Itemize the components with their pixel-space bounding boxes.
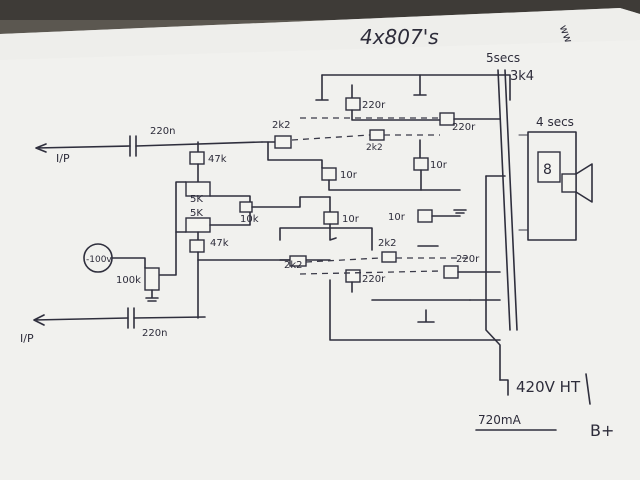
supply-labels: 420V HT 720mA B+ bbox=[475, 373, 614, 440]
pot-100k-label: 100k bbox=[116, 275, 141, 286]
r-220r-3-label: 220r bbox=[362, 274, 386, 285]
r-2k2-2-label: 2k2 bbox=[366, 143, 383, 153]
resistor-2k2-2 bbox=[369, 129, 385, 141]
r-10k-label: 10k bbox=[240, 214, 259, 225]
resistor-10k bbox=[239, 201, 253, 213]
speaker-imp-label: 8 bbox=[543, 162, 552, 178]
r-10r-4-label: 10r bbox=[388, 212, 406, 223]
r-2k2-1-label: 2k2 bbox=[272, 120, 291, 131]
current-label: 720mA bbox=[478, 413, 522, 427]
resistor-47k-bottom bbox=[189, 239, 205, 253]
r-5k-top-label: 5K bbox=[190, 194, 203, 205]
resistor-2k2-3 bbox=[289, 255, 307, 267]
resistor-10r-4 bbox=[417, 209, 433, 223]
r-10r-2-label: 10r bbox=[430, 160, 448, 171]
middle-stage: 10r 10r bbox=[279, 196, 467, 251]
resistor-10r-2 bbox=[413, 157, 429, 171]
r-10r-3-label: 10r bbox=[342, 214, 360, 225]
r-2k2-3-label: 2k2 bbox=[284, 260, 303, 271]
resistor-2k2-1 bbox=[274, 135, 292, 149]
r-220r-1-label: 220r bbox=[362, 100, 386, 111]
r-2k2-4-label: 2k2 bbox=[378, 238, 397, 249]
cap-bottom-label: 220n bbox=[142, 328, 167, 339]
resistor-2k2-4 bbox=[381, 251, 397, 263]
input-top-label: I/P bbox=[56, 152, 70, 165]
phase-splitter: 47k 5K 5K 10k 47k bbox=[159, 141, 331, 319]
cap-top-label: 220n bbox=[150, 126, 175, 137]
resistor-5k-top bbox=[185, 181, 211, 197]
r-220r-2-label: 220r bbox=[452, 122, 476, 133]
r-47k-top-label: 47k bbox=[208, 154, 227, 165]
output-transformer: 5secs 3k4 4 secs 8 bbox=[469, 51, 593, 396]
top-output-stage: 220r 220r 2k2 2k2 10r 10r bbox=[261, 74, 511, 191]
primary-secs-label: 5secs bbox=[486, 51, 520, 65]
r-220r-4-label: 220r bbox=[456, 254, 480, 265]
r-47k-bottom-label: 47k bbox=[210, 238, 229, 249]
r-5k-bottom-label: 5K bbox=[190, 208, 203, 219]
speaker-load-resistor bbox=[537, 151, 561, 183]
ht-supply-label: 420V HT bbox=[516, 378, 581, 396]
input-bottom-label: I/P bbox=[20, 332, 34, 345]
resistor-220r-4 bbox=[443, 265, 459, 279]
resistor-10r-3 bbox=[323, 211, 339, 225]
input-bottom: I/P 220n bbox=[20, 307, 206, 345]
r-10r-1-label: 10r bbox=[340, 170, 358, 181]
secondary-secs-label: 4 secs bbox=[536, 115, 574, 129]
primary-imp-label: 3k4 bbox=[510, 69, 534, 84]
resistor-5k-bottom bbox=[185, 217, 211, 233]
speaker-cone bbox=[575, 163, 593, 203]
pot-100k bbox=[144, 267, 160, 291]
bottom-output-stage: 2k2 2k2 220r 220r bbox=[279, 238, 501, 341]
bplus-label: B+ bbox=[590, 421, 614, 440]
resistor-10r-1 bbox=[321, 167, 337, 181]
paper-shade bbox=[0, 8, 640, 60]
bias-section: -100v 100k bbox=[83, 243, 331, 302]
resistor-220r-3 bbox=[345, 269, 361, 283]
title-text: 4x807's bbox=[360, 25, 439, 49]
corner-mark: ww bbox=[557, 23, 575, 44]
paper-sheet bbox=[0, 8, 640, 480]
bias-label: -100v bbox=[86, 255, 112, 265]
input-top: I/P 220n bbox=[35, 126, 263, 165]
resistor-220r-1 bbox=[345, 97, 361, 111]
resistor-47k-top bbox=[189, 151, 205, 165]
speaker-body bbox=[561, 173, 577, 193]
